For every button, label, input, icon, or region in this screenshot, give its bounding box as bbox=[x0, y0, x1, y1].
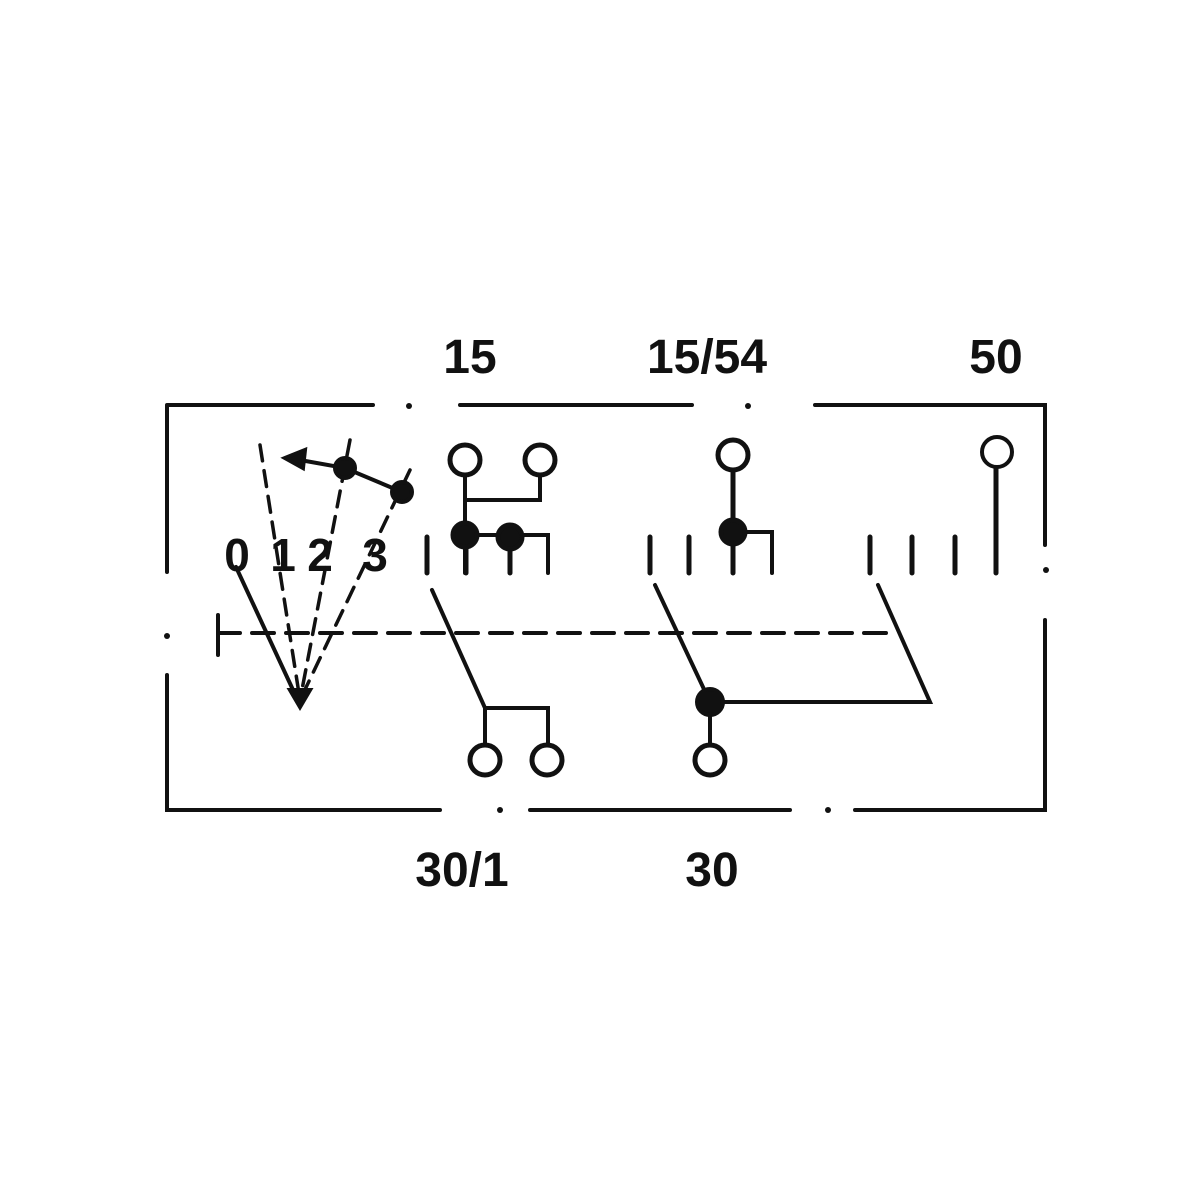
contact-group-15 bbox=[424, 442, 558, 576]
contact-group-15-54 bbox=[647, 437, 774, 576]
terminal-label-30: 30 bbox=[685, 844, 739, 897]
pivot-arrow-icon bbox=[286, 688, 314, 711]
terminal-label-15: 15 bbox=[443, 331, 497, 384]
position-label-1: 1 bbox=[270, 529, 296, 581]
terminal-label-50: 50 bbox=[969, 331, 1023, 384]
terminal-label-15-54: 15/54 bbox=[646, 331, 768, 384]
housing-border bbox=[164, 403, 1049, 813]
position-label-0: 0 bbox=[224, 529, 250, 581]
terminal-label-30-1: 30/1 bbox=[415, 844, 509, 897]
contact-group-50 bbox=[867, 435, 1014, 576]
switch-lever-30 bbox=[653, 583, 934, 778]
rotation-arrow-icon bbox=[280, 446, 308, 472]
position-label-3: 3 bbox=[362, 529, 388, 581]
position-label-2: 2 bbox=[307, 529, 333, 581]
mechanical-linkage-dashed bbox=[216, 613, 897, 657]
key-position-selector bbox=[234, 438, 414, 711]
switch-lever-30-1 bbox=[430, 588, 565, 778]
